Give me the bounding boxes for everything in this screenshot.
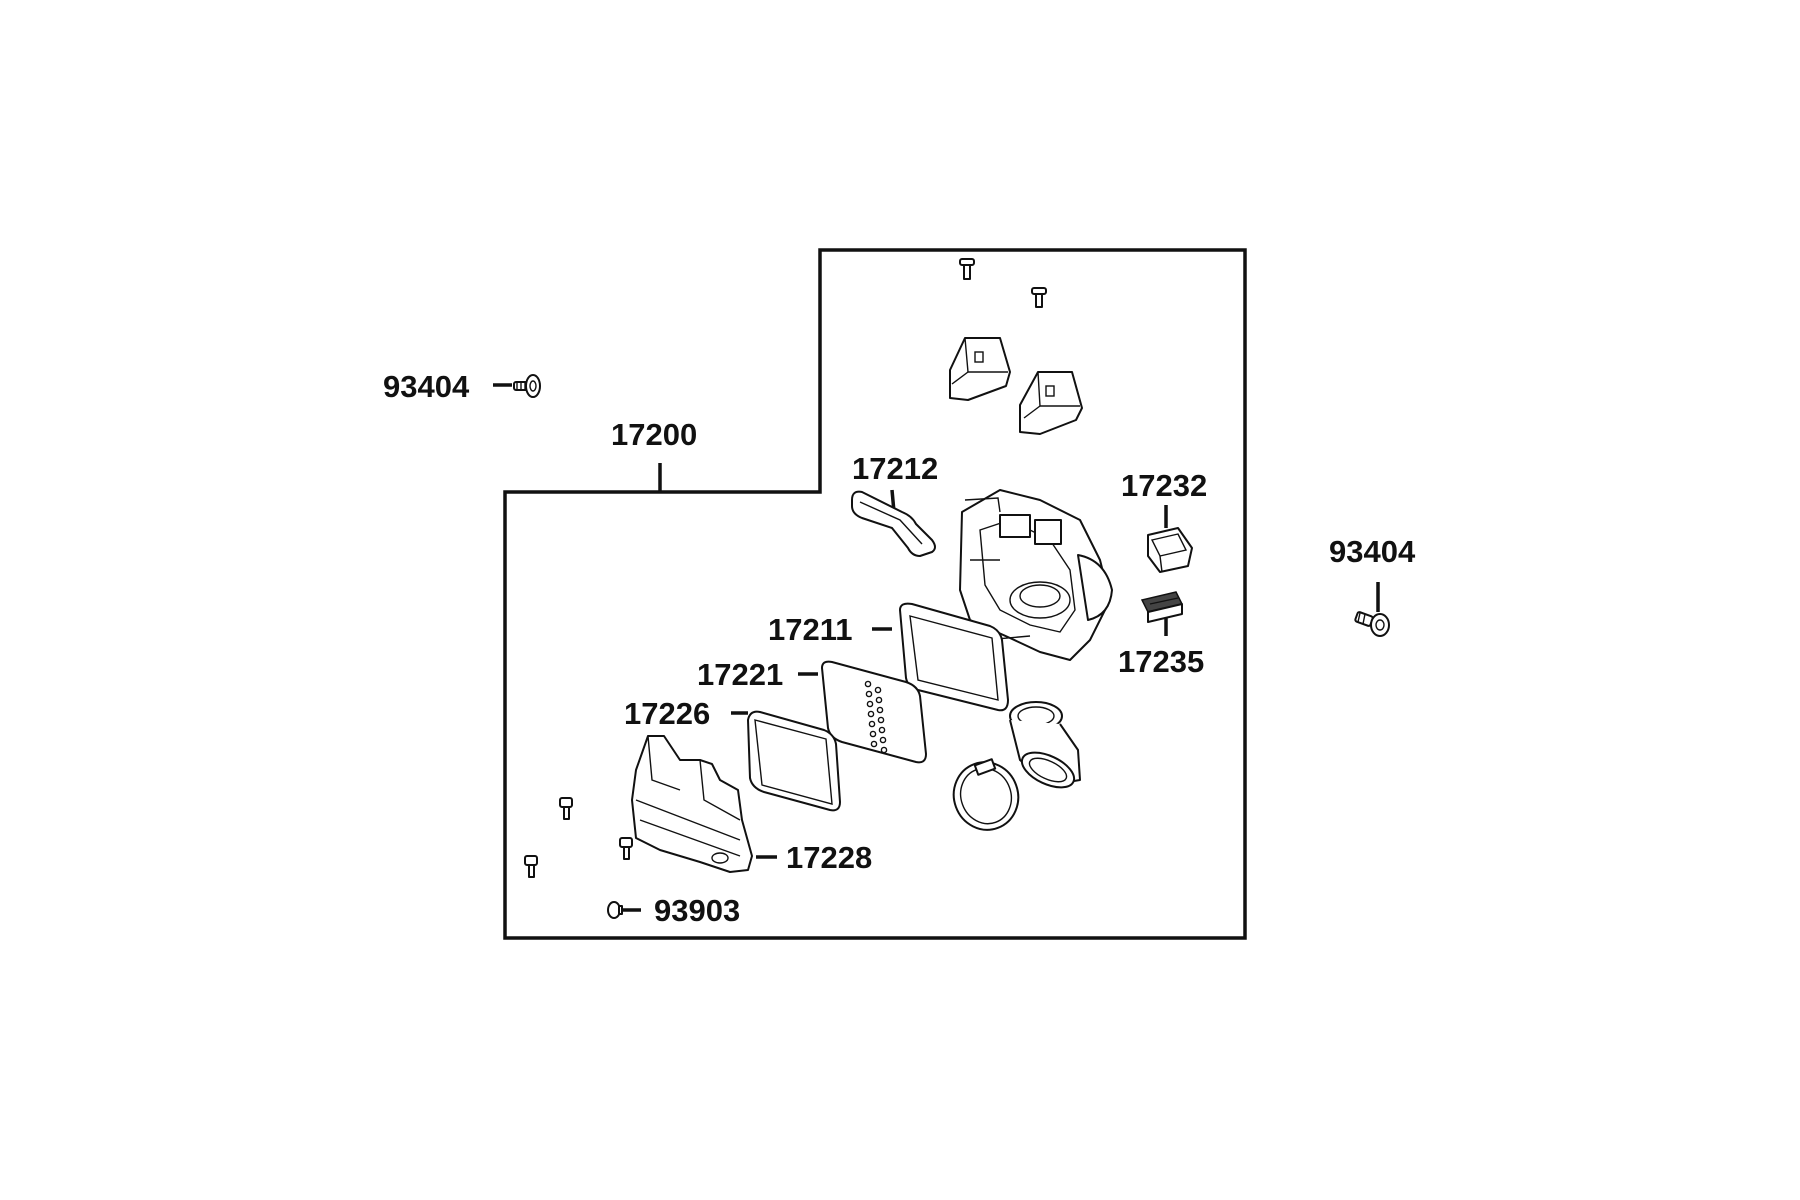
screw-93903-2 [619, 837, 633, 860]
label-17232: 17232 [1121, 468, 1207, 503]
label-17221: 17221 [697, 657, 783, 692]
insert-17235 [1140, 591, 1184, 623]
bolt-93404-right [1354, 611, 1390, 637]
label-93404-left: 93404 [383, 369, 470, 404]
label-17200: 17200 [611, 417, 697, 452]
assembly-frame [503, 248, 1247, 940]
cover-17232 [1147, 527, 1193, 573]
label-17228: 17228 [786, 840, 872, 875]
bolt-93404-left [513, 374, 541, 398]
label-17211: 17211 [768, 612, 853, 647]
top-screw-1 [959, 258, 975, 280]
top-clip-right [1019, 371, 1083, 435]
screw-93903-4 [607, 901, 623, 919]
intake-boot [1009, 701, 1081, 789]
label-93903: 93903 [654, 893, 740, 928]
top-clip-left [949, 337, 1011, 401]
gasket-17226 [747, 710, 841, 812]
top-screw-2 [1031, 287, 1047, 308]
cover-17228 [631, 735, 753, 873]
label-17226: 17226 [624, 696, 710, 731]
label-17212: 17212 [852, 451, 938, 486]
seal-17212 [851, 490, 936, 557]
screw-93903-1 [559, 797, 573, 820]
label-93404-right: 93404 [1329, 534, 1416, 569]
label-17235: 17235 [1118, 644, 1204, 679]
hose-clamp [952, 758, 1020, 831]
screw-93903-3 [524, 855, 538, 878]
